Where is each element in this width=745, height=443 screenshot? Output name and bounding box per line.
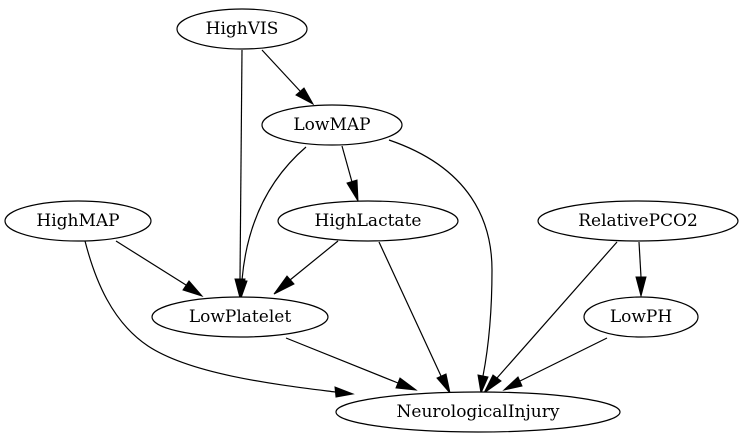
- node-label: LowPlatelet: [189, 307, 291, 327]
- edge-line: [239, 49, 243, 280]
- edges-layer: [84, 49, 647, 398]
- edge-RelativePCO2-to-NeurologicalInjury: [483, 241, 618, 394]
- node-HighLactate: HighLactate: [277, 200, 459, 242]
- edge-HighMAP-to-LowPlatelet: [115, 240, 204, 298]
- node-ellipse: [4, 200, 152, 242]
- arrowhead: [436, 373, 451, 395]
- node-ellipse: [151, 296, 329, 338]
- arrowhead: [334, 386, 355, 398]
- arrowhead: [182, 280, 204, 298]
- edge-line: [261, 49, 301, 92]
- node-label: HighVIS: [206, 19, 279, 39]
- node-HighMAP: HighMAP: [4, 200, 152, 242]
- arrowhead: [273, 275, 295, 295]
- edge-line: [496, 241, 618, 379]
- node-LowPlatelet: LowPlatelet: [151, 296, 329, 338]
- edge-line: [241, 146, 307, 281]
- arrowhead: [236, 279, 248, 300]
- edge-line: [84, 240, 336, 393]
- node-label: LowPH: [610, 307, 672, 327]
- edge-line: [341, 145, 353, 183]
- edge-LowMAP-to-NeurologicalInjury: [388, 139, 493, 395]
- edge-line: [285, 337, 399, 384]
- arrowhead: [502, 376, 523, 391]
- node-ellipse: [537, 200, 739, 242]
- edge-line: [388, 139, 493, 377]
- nodes-layer: HighVIS LowMAP HighMAP HighLactate RelativeP…: [4, 8, 739, 433]
- node-label: LowMAP: [293, 115, 370, 135]
- edge-LowMAP-to-HighLactate: [341, 145, 359, 202]
- node-label: NeurologicalInjury: [397, 402, 560, 422]
- node-label: HighMAP: [36, 211, 119, 231]
- edge-HighVIS-to-LowMAP: [261, 49, 315, 106]
- edge-line: [638, 241, 642, 278]
- edge-line: [519, 337, 608, 382]
- node-ellipse: [277, 200, 459, 242]
- node-ellipse: [176, 8, 308, 50]
- edge-line: [115, 240, 187, 286]
- node-ellipse: [261, 104, 403, 146]
- arrowhead: [635, 276, 647, 298]
- arrowhead: [295, 87, 315, 106]
- arrowhead: [483, 374, 502, 394]
- edge-LowPlatelet-to-NeurologicalInjury: [285, 337, 418, 391]
- edge-HighLactate-to-LowPlatelet: [273, 240, 339, 295]
- node-HighVIS: HighVIS: [176, 8, 308, 50]
- node-LowPH: LowPH: [583, 296, 699, 338]
- edge-HighMAP-to-NeurologicalInjury: [84, 240, 355, 398]
- edge-line: [289, 240, 339, 281]
- node-label: RelativePCO2: [578, 211, 698, 231]
- edge-HighLactate-to-NeurologicalInjury: [378, 241, 451, 395]
- node-ellipse: [583, 296, 699, 338]
- node-LowMAP: LowMAP: [261, 104, 403, 146]
- arrowhead: [477, 374, 489, 395]
- edge-line: [378, 241, 442, 377]
- edge-LowMAP-to-LowPlatelet: [236, 146, 307, 300]
- node-label: HighLactate: [315, 211, 422, 231]
- edge-RelativePCO2-to-LowPH: [635, 241, 647, 298]
- node-RelativePCO2: RelativePCO2: [537, 200, 739, 242]
- node-ellipse: [335, 391, 621, 433]
- arrowhead: [395, 377, 418, 391]
- edge-HighVIS-to-LowPlatelet: [234, 49, 246, 300]
- arrowhead: [346, 179, 359, 202]
- edge-LowPH-to-NeurologicalInjury: [502, 337, 608, 391]
- node-NeurologicalInjury: NeurologicalInjury: [335, 391, 621, 433]
